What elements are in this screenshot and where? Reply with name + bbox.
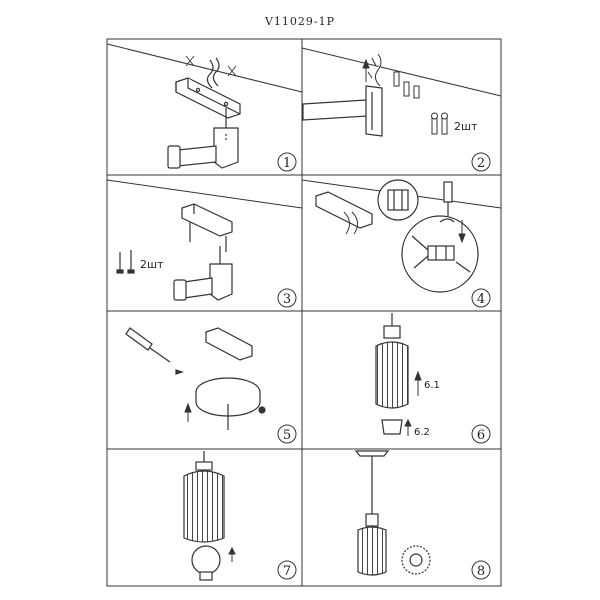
step-6-panel: 6.1 6.2 6: [375, 313, 491, 444]
step-8-number: 8: [477, 564, 485, 579]
bulb-icon: [191, 545, 221, 581]
step-3-badge: [277, 288, 297, 308]
step-5-number: 5: [283, 428, 291, 443]
wires: [206, 57, 220, 89]
ring-nut: [381, 419, 403, 435]
glass-shade: [357, 513, 387, 576]
step-4-number: 4: [477, 292, 485, 307]
screw-icon: [175, 369, 266, 414]
step-5-badge: [277, 424, 297, 444]
step-6-badge: [471, 424, 491, 444]
step-7-number: 7: [283, 564, 291, 579]
step-7-badge: [277, 560, 297, 580]
ceiling-canopy: [354, 450, 390, 457]
step-2-number: 2: [477, 156, 485, 171]
rotate-arrow-icon: [404, 418, 412, 436]
step-1-number: 1: [283, 156, 291, 171]
step-3-qty: 2шт: [140, 258, 164, 271]
up-arrow: [362, 58, 370, 82]
wiring-detail: [401, 215, 479, 293]
hammer-icon: [302, 85, 383, 137]
step-4-panel: 4: [301, 179, 502, 308]
mounting-bracket: [175, 77, 241, 119]
ceiling-line: [106, 179, 303, 209]
drill-icon: [173, 246, 233, 301]
down-arrow: [458, 220, 466, 244]
drill-icon: [167, 108, 239, 169]
step-5-panel: 5: [125, 327, 297, 444]
wires: [343, 211, 358, 235]
lamp-holder: [383, 325, 401, 339]
canopy-icon: [195, 377, 261, 430]
step-8-panel: 8: [354, 450, 491, 580]
glass-shade: [183, 461, 225, 543]
step-4-badge: [471, 288, 491, 308]
mounting-bracket: [205, 327, 253, 361]
wall-plugs: [367, 53, 420, 99]
terminal-block-detail: [377, 179, 419, 221]
step-6-label-2: 6.2: [414, 427, 430, 438]
drill-marks: [185, 55, 237, 77]
step-1-panel: 1: [106, 43, 303, 172]
step-3-panel: 2шт 3: [106, 179, 303, 308]
step-7-panel: 7: [183, 451, 297, 581]
mounting-bracket: [181, 203, 233, 237]
step-3-number: 3: [283, 292, 291, 307]
ceiling-line: [106, 43, 303, 93]
document-title: V11029-1P: [264, 15, 336, 28]
step-6-label-1: 6.1: [424, 380, 440, 391]
rotate-arrow-icon: [439, 218, 455, 223]
up-arrow: [414, 370, 422, 396]
step-6-number: 6: [477, 428, 485, 443]
step-1-badge: [277, 152, 297, 172]
ceiling-line: [301, 47, 502, 97]
screwdriver-icon: [125, 327, 171, 363]
step-2-panel: 2шт 2: [301, 47, 502, 172]
dowel-icon: [431, 112, 448, 135]
panel-grid: [106, 38, 502, 587]
glass-shade: [375, 341, 409, 409]
step-2-badge: [471, 152, 491, 172]
up-arrow: [184, 402, 192, 422]
step-8-badge: [471, 560, 491, 580]
rotate-arrow-icon: [228, 546, 236, 562]
screw-icon: [189, 222, 227, 252]
screws-icon: [116, 250, 135, 274]
screwdriver-icon: [443, 181, 453, 216]
shade-top-view: [401, 545, 431, 575]
step-2-qty: 2шт: [454, 120, 478, 133]
mounting-bracket: [315, 191, 373, 229]
